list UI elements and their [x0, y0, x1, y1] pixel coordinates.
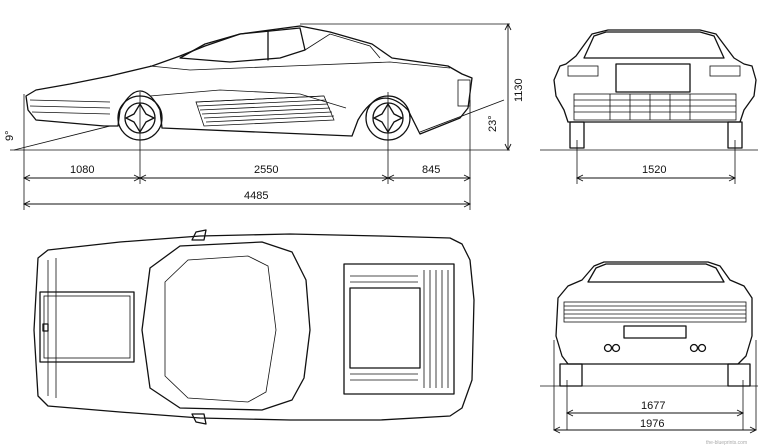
rear-overhang-label: 845: [422, 164, 440, 176]
overall-width-label: 1976: [640, 418, 664, 430]
rear-view: [540, 261, 758, 434]
front-view: [540, 29, 758, 184]
top-view: [33, 229, 475, 425]
departure-angle-label: 23°: [487, 115, 499, 132]
front-track-label: 1520: [642, 164, 666, 176]
front-overhang-label: 1080: [70, 164, 94, 176]
overall-length-label: 4485: [244, 190, 268, 202]
watermark: the-blueprints.com: [706, 440, 747, 446]
height-label: 1130: [513, 78, 525, 102]
approach-angle-label: 9°: [4, 130, 16, 141]
wheelbase-label: 2550: [254, 164, 278, 176]
rear-track-label: 1677: [641, 400, 665, 412]
side-view: [10, 22, 512, 210]
